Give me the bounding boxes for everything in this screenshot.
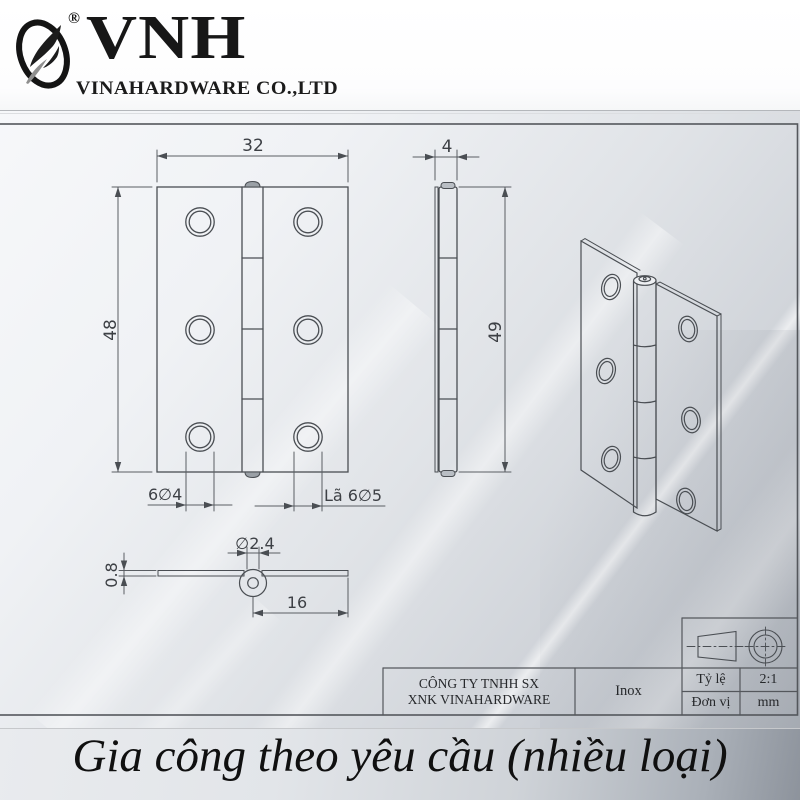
dim-pin-diameter: ∅2.4	[235, 534, 274, 553]
bottom-view	[157, 568, 349, 598]
cone-frustum-icon	[697, 630, 737, 662]
header: ® VNH VINAHARDWARE CO.,LTD	[0, 0, 800, 110]
dim-front-height: 48	[101, 319, 121, 341]
header-divider	[0, 110, 800, 111]
brand-wordmark: VNH	[86, 4, 247, 72]
isometric-holes-left	[595, 273, 622, 473]
footer-slogan: Gia công theo yêu cầu (nhiều loại)	[72, 730, 728, 782]
front-view-holes	[185, 207, 323, 452]
isometric-view	[580, 238, 722, 532]
projection-symbol	[686, 626, 788, 667]
dim-holes-left: 6∅4	[148, 485, 182, 504]
unit-label: Đơn vị	[691, 695, 731, 710]
scale-value: 2:1	[759, 671, 778, 687]
title-block-grid	[382, 617, 798, 716]
company-line2: XNK VINAHARDWARE	[407, 691, 551, 707]
company-line1: CÔNG TY TNHH SX	[418, 675, 540, 691]
dim-leaf-length: 16	[287, 593, 307, 612]
scale-label: Tỷ lệ	[696, 671, 726, 687]
title-block-material: Inox	[615, 683, 642, 699]
dim-side-height: 49	[486, 321, 506, 343]
company-name: VINAHARDWARE CO.,LTD	[76, 78, 339, 99]
vnh-logo-icon	[16, 19, 70, 89]
footer-band	[0, 728, 800, 800]
footer-divider	[0, 728, 800, 729]
dim-leaf-thickness: 0.8	[102, 562, 121, 587]
registered-trademark: ®	[68, 10, 80, 27]
header-divider-2	[0, 113, 800, 114]
side-view	[434, 182, 458, 477]
front-view-dimensions: 32 48 6∅4 Lã 6∅5	[101, 136, 386, 512]
dim-holes-right: Lã 6∅5	[324, 486, 382, 505]
dim-front-width: 32	[242, 136, 264, 156]
dim-side-thickness: 4	[442, 137, 453, 157]
unit-value: mm	[757, 695, 780, 710]
isometric-holes-right	[676, 315, 701, 515]
title-block-company: CÔNG TY TNHH SX XNK VINAHARDWARE	[383, 668, 575, 715]
front-view	[156, 180, 349, 479]
sheet-frame	[0, 123, 799, 716]
side-view-dimensions: 4 49	[412, 137, 512, 473]
bottom-view-dimensions: ∅2.4 0.8 16	[102, 534, 349, 618]
